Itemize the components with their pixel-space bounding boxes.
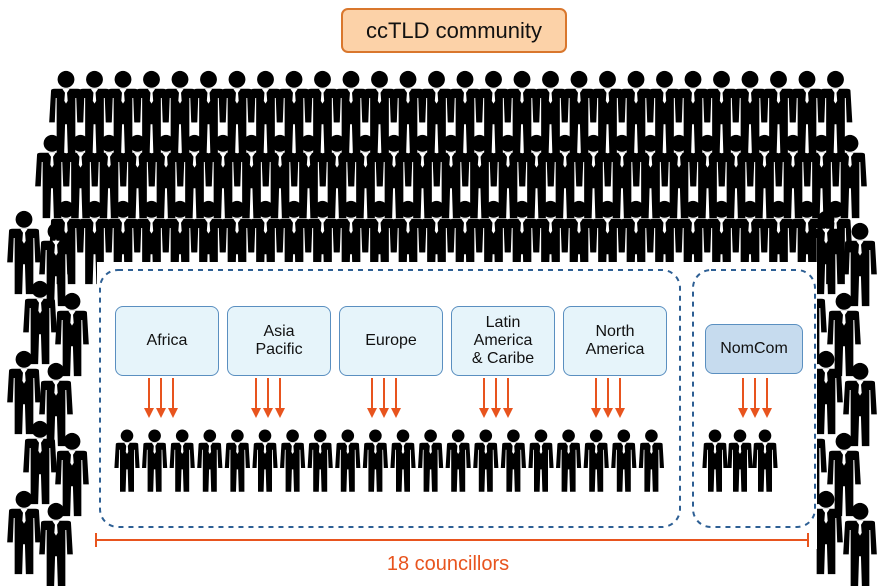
person-icon <box>7 210 41 295</box>
arrow-down-icon <box>615 378 625 418</box>
councillors-label: 18 councillors <box>386 553 510 575</box>
region-box-africa: Africa <box>115 306 219 376</box>
arrow-down-icon <box>156 378 166 418</box>
arrow-down-icon <box>275 378 285 418</box>
arrow-down-icon <box>479 378 489 418</box>
arrow-down-icon <box>738 378 748 418</box>
nomcom-box: NomCom <box>705 324 803 374</box>
arrow-down-icon <box>391 378 401 418</box>
region-box-europe: Europe <box>339 306 443 376</box>
region-box-asia-pacific: Asia Pacific <box>227 306 331 376</box>
arrow-down-icon <box>603 378 613 418</box>
regional-frame <box>99 269 681 528</box>
arrow-down-icon <box>591 378 601 418</box>
arrow-down-icon <box>367 378 377 418</box>
arrow-down-icon <box>491 378 501 418</box>
arrow-down-icon <box>168 378 178 418</box>
arrow-down-icon <box>762 378 772 418</box>
community-title: ccTLD community <box>341 8 567 53</box>
arrow-down-icon <box>503 378 513 418</box>
arrow-down-icon <box>263 378 273 418</box>
region-box-north-america: North America <box>563 306 667 376</box>
region-box-latin-america: Latin America & Caribe <box>451 306 555 376</box>
councillors-span-line <box>95 533 809 547</box>
selection-arrows <box>144 378 772 418</box>
arrow-down-icon <box>379 378 389 418</box>
arrow-down-icon <box>144 378 154 418</box>
nomcom-frame <box>692 269 816 528</box>
arrow-down-icon <box>251 378 261 418</box>
arrow-down-icon <box>750 378 760 418</box>
